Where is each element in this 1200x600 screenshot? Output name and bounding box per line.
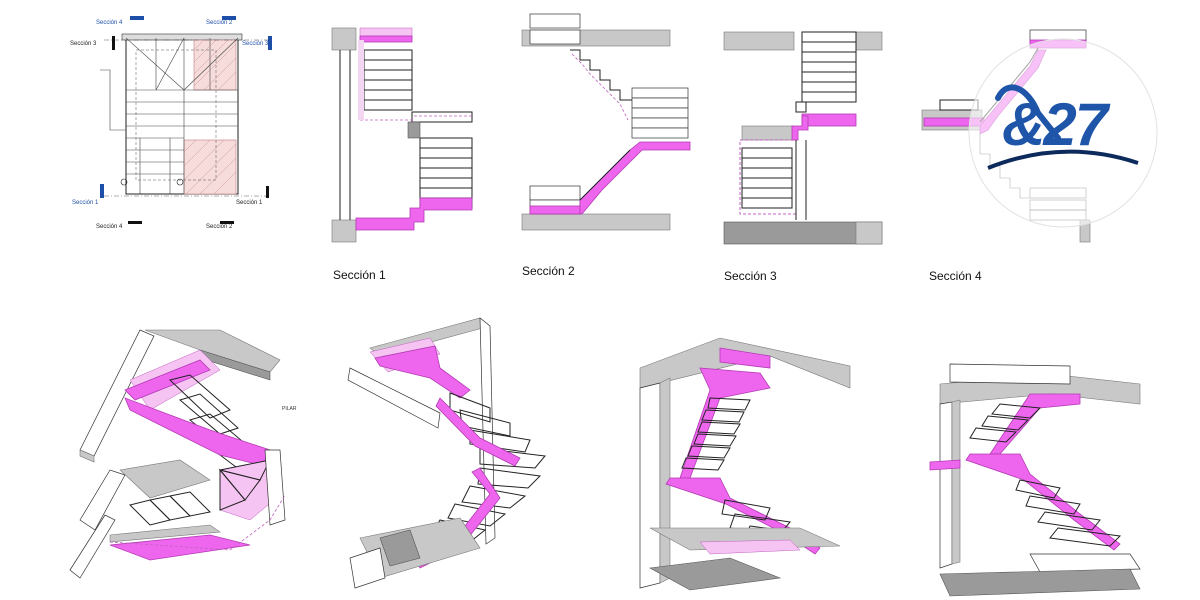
logo-svg xyxy=(968,38,1158,228)
plan-tag-s3-left[interactable]: Sección 3 xyxy=(70,41,97,47)
plan-tag-s2-top[interactable]: Sección 2 xyxy=(206,20,233,26)
plan-tag-s1-right[interactable]: Sección 1 xyxy=(236,200,263,206)
iso-view-1-svg xyxy=(69,329,286,579)
brand-logo: &27 xyxy=(968,38,1158,228)
section-1-label: Sección 1 xyxy=(333,268,386,282)
section-2-label: Sección 2 xyxy=(522,264,575,278)
iso-label-pilar: PILAR xyxy=(282,406,297,412)
plan-view: Sección 4 Sección 2 Sección 3 Sección 3 … xyxy=(60,10,280,240)
section-3-label: Sección 3 xyxy=(724,269,777,283)
plan-tag-s4-top[interactable]: Sección 4 xyxy=(96,20,123,26)
iso-view-1: PILAR xyxy=(69,320,310,590)
plan-tag-s3-right[interactable]: Sección 3 xyxy=(242,41,269,47)
iso-view-4 xyxy=(929,363,1160,597)
section-2-svg xyxy=(521,13,691,231)
iso-view-4-svg xyxy=(929,363,1141,597)
iso-view-2 xyxy=(340,317,570,590)
iso-view-3 xyxy=(630,328,860,596)
section-1-drawing xyxy=(330,10,480,250)
plan-tag-s2-bottom[interactable]: Sección 2 xyxy=(206,224,233,230)
plan-drawing xyxy=(100,16,272,224)
section-2-drawing xyxy=(520,10,691,240)
section-3-drawing xyxy=(722,10,887,250)
section-4-label: Sección 4 xyxy=(929,269,982,283)
plan-tag-s1-left[interactable]: Sección 1 xyxy=(72,200,99,206)
plan-tag-s4-bottom[interactable]: Sección 4 xyxy=(96,224,123,230)
logo-text: &27 xyxy=(1002,91,1108,158)
iso-view-2-svg xyxy=(347,317,546,589)
iso-view-3-svg xyxy=(639,337,851,591)
section-1-svg xyxy=(331,27,473,243)
section-3-svg xyxy=(723,31,883,245)
